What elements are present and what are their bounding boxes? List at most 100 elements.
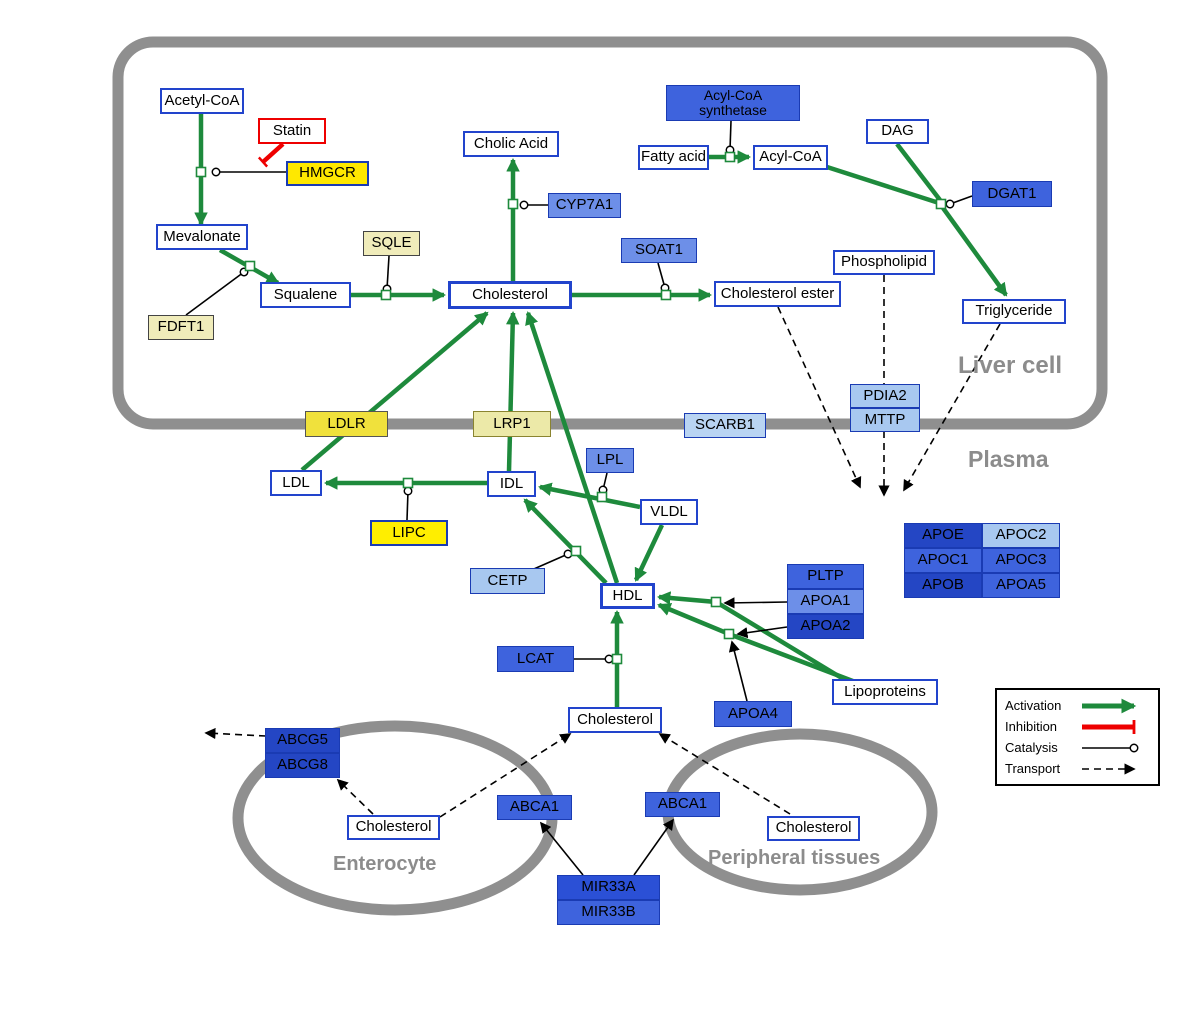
compartment-label-plasma: Plasma [968,446,1049,472]
node-apoa4[interactable]: APOA4 [714,701,792,727]
reaction-square [507,198,519,210]
node-abca1-enterocyte[interactable]: ABCA1 [497,795,572,820]
reaction-square [402,477,414,489]
compartment-liver-cell [112,36,1108,430]
node-dgat1[interactable]: DGAT1 [972,181,1052,207]
node-lcat[interactable]: LCAT [497,646,574,672]
node-lipoproteins[interactable]: Lipoproteins [832,679,938,705]
reaction-square [380,289,392,301]
edge-catalysis [598,472,608,495]
node-mir33b[interactable]: MIR33B [557,900,660,925]
node-cyp7a1[interactable]: CYP7A1 [548,193,621,218]
edge-transport [204,727,267,740]
reaction-square [611,653,623,665]
node-apoa2[interactable]: APOA2 [787,614,864,639]
node-pdia2[interactable]: PDIA2 [850,384,920,408]
node-pltp[interactable]: PLTP [787,564,864,589]
node-cholesterol-plasma[interactable]: Cholesterol [568,707,662,733]
node-cholesterol-liver[interactable]: Cholesterol [448,281,572,309]
node-acyl-coa-synthetase[interactable]: Acyl-CoA synthetase [666,85,800,121]
legend-glyph-catalysis [1082,743,1139,752]
edge-arrow [633,818,674,876]
node-cholic-acid[interactable]: Cholic Acid [463,131,559,157]
node-apoa5[interactable]: APOA5 [982,573,1060,598]
node-abcg8[interactable]: ABCG8 [265,753,340,778]
node-acetyl-coa[interactable]: Acetyl-CoA [160,88,244,114]
edge-transport [777,306,862,489]
edge-arrow [539,821,584,876]
edge-activation [895,142,942,202]
node-lpl[interactable]: LPL [586,448,634,473]
edge-transport [658,733,791,815]
node-cetp[interactable]: CETP [470,568,545,594]
edge-arrow [736,626,788,639]
edge-transport [439,733,572,818]
node-squalene[interactable]: Squalene [260,282,351,308]
node-mir33a[interactable]: MIR33A [557,875,660,900]
legend-glyph-transport [1082,762,1136,775]
node-abcg5[interactable]: ABCG5 [265,728,340,753]
compartment-label-liver-cell: Liver cell [958,352,1063,379]
edge-transport [336,778,374,815]
edge-catalysis [403,486,413,521]
reaction-square [710,596,722,608]
edge-catalysis [725,120,735,155]
edge-catalysis [657,262,670,293]
reaction-square [195,166,207,178]
node-fatty-acid[interactable]: Fatty acid [638,145,709,170]
reaction-square [723,628,735,640]
legend-item-inhibition: Inhibition [1005,718,1150,736]
node-cholesterol-ester[interactable]: Cholesterol ester [714,281,841,307]
node-phospholipid[interactable]: Phospholipid [833,250,935,275]
edge-activation [523,498,608,585]
node-idl[interactable]: IDL [487,471,536,497]
node-apoc3[interactable]: APOC3 [982,548,1060,573]
node-lipc[interactable]: LIPC [370,520,448,546]
node-ldl[interactable]: LDL [270,470,322,496]
edge-activation [826,164,940,206]
node-apoa1[interactable]: APOA1 [787,589,864,614]
node-hdl[interactable]: HDL [600,583,655,609]
node-ldlr[interactable]: LDLR [305,411,388,437]
node-lrp1[interactable]: LRP1 [473,411,551,437]
edge-arrow [728,640,748,702]
node-cholesterol-enterocyte[interactable]: Cholesterol [347,815,440,840]
node-apoc2[interactable]: APOC2 [982,523,1060,548]
edge-activation [633,524,665,582]
legend-item-transport: Transport [1005,760,1150,778]
reaction-node-layer [195,151,947,665]
compartment-label-enterocyte: Enterocyte [333,853,437,875]
edge-inhibition [257,142,285,168]
edge-activation [538,482,641,510]
node-fdft1[interactable]: FDFT1 [148,315,214,340]
node-cholesterol-peripheral[interactable]: Cholesterol [767,816,860,841]
node-mttp[interactable]: MTTP [850,408,920,432]
node-hmgcr[interactable]: HMGCR [286,161,369,186]
node-vldl[interactable]: VLDL [640,499,698,525]
node-sqle[interactable]: SQLE [363,231,420,256]
node-abca1-peripheral[interactable]: ABCA1 [645,792,720,817]
node-soat1[interactable]: SOAT1 [621,238,697,263]
node-scarb1[interactable]: SCARB1 [684,413,766,438]
node-apoc1[interactable]: APOC1 [904,548,982,573]
legend-label-catalysis: Catalysis [1005,740,1058,755]
node-mevalonate[interactable]: Mevalonate [156,224,248,250]
edge-layer [185,114,1008,876]
edge-activation [505,310,520,472]
node-apob[interactable]: APOB [904,573,982,598]
node-triglyceride[interactable]: Triglyceride [962,299,1066,324]
legend-item-activation: Activation [1005,697,1150,715]
node-dag[interactable]: DAG [866,119,929,144]
edge-activation [300,311,489,472]
legend-label-inhibition: Inhibition [1005,719,1058,734]
reaction-square [660,289,672,301]
node-acyl-coa[interactable]: Acyl-CoA [753,145,828,170]
node-statin[interactable]: Statin [258,118,326,144]
edge-activation [941,206,1008,297]
node-apoe[interactable]: APOE [904,523,982,548]
reaction-square [935,198,947,210]
legend-label-transport: Transport [1005,761,1061,776]
edge-arrow [723,597,788,609]
